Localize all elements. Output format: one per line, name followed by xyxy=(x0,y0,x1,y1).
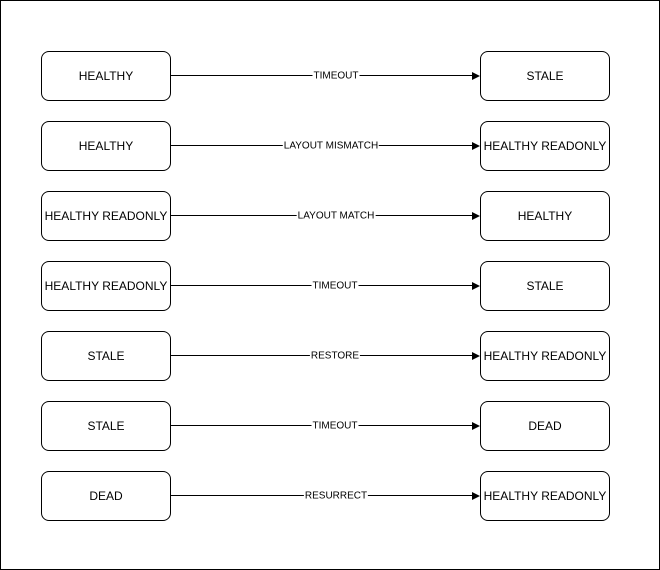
transition-label: RESTORE xyxy=(309,350,361,362)
transition-label: RESURRECT xyxy=(303,490,369,502)
source-state-node: HEALTHY READONLY xyxy=(41,261,171,311)
target-state-node: HEALTHY READONLY xyxy=(480,121,610,171)
target-state-node: HEALTHY READONLY xyxy=(480,331,610,381)
arrowhead-icon xyxy=(472,142,480,150)
transition-label: TIMEOUT xyxy=(311,280,359,292)
arrowhead-icon xyxy=(472,422,480,430)
target-state-node: STALE xyxy=(480,51,610,101)
source-state-node: HEALTHY READONLY xyxy=(41,191,171,241)
source-state-node: DEAD xyxy=(41,471,171,521)
source-state-node: HEALTHY xyxy=(41,121,171,171)
transition-label: TIMEOUT xyxy=(311,420,359,432)
target-state-node: HEALTHY READONLY xyxy=(480,471,610,521)
target-state-node: HEALTHY xyxy=(480,191,610,241)
source-state-node: HEALTHY xyxy=(41,51,171,101)
arrowhead-icon xyxy=(472,492,480,500)
transition-label: TIMEOUT xyxy=(312,70,360,82)
source-state-node: STALE xyxy=(41,331,171,381)
arrowhead-icon xyxy=(472,72,480,80)
arrowhead-icon xyxy=(472,212,480,220)
target-state-node: STALE xyxy=(480,261,610,311)
target-state-node: DEAD xyxy=(480,401,610,451)
transition-label: LAYOUT MATCH xyxy=(296,210,376,222)
arrowhead-icon xyxy=(472,352,480,360)
arrowhead-icon xyxy=(472,282,480,290)
transition-label: LAYOUT MISMATCH xyxy=(282,140,380,152)
source-state-node: STALE xyxy=(41,401,171,451)
